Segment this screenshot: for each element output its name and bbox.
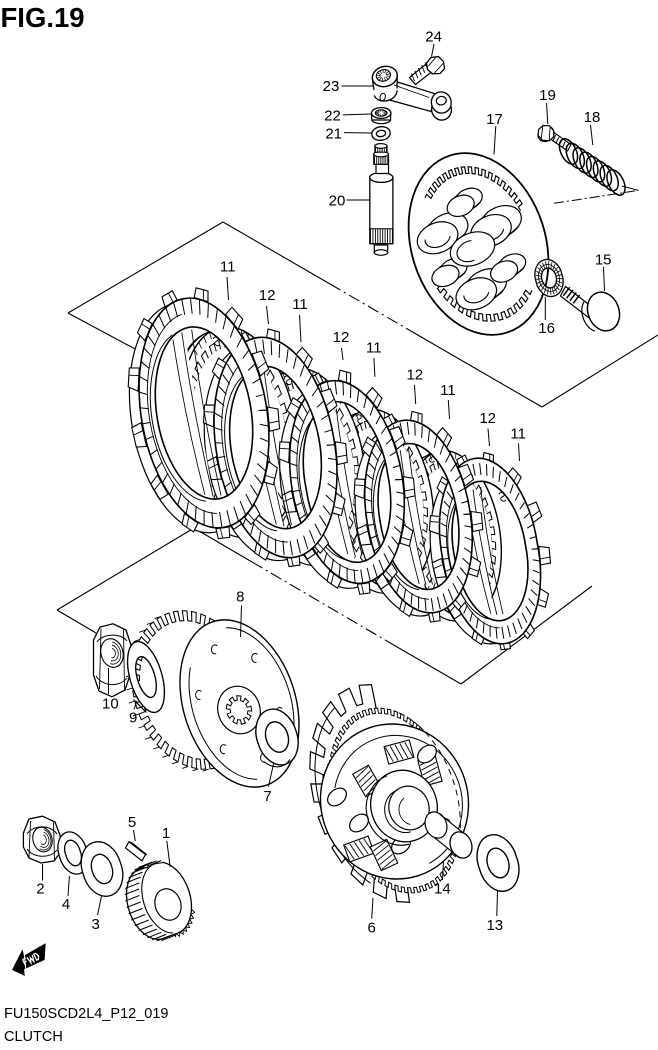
svg-text:19: 19 [539, 87, 556, 104]
svg-text:21: 21 [325, 125, 342, 142]
svg-text:15: 15 [595, 251, 612, 268]
svg-text:18: 18 [584, 109, 601, 126]
svg-text:FIG.19: FIG.19 [1, 2, 85, 33]
svg-text:2: 2 [36, 881, 44, 898]
svg-text:16: 16 [538, 320, 555, 337]
svg-text:1: 1 [162, 825, 170, 842]
svg-text:10: 10 [102, 695, 119, 712]
svg-text:5: 5 [128, 814, 136, 831]
svg-text:FU150SCD2L4_P12_019: FU150SCD2L4_P12_019 [4, 1006, 168, 1022]
svg-text:11: 11 [510, 425, 526, 442]
svg-text:9: 9 [129, 710, 137, 727]
svg-text:24: 24 [425, 29, 442, 46]
svg-text:3: 3 [92, 916, 100, 933]
svg-text:6: 6 [368, 920, 376, 937]
svg-text:14: 14 [434, 881, 451, 898]
svg-text:11: 11 [220, 259, 236, 276]
svg-text:12: 12 [479, 410, 496, 427]
svg-text:23: 23 [323, 78, 340, 95]
svg-text:11: 11 [292, 296, 308, 313]
svg-text:12: 12 [333, 329, 350, 346]
svg-text:20: 20 [329, 193, 346, 210]
svg-text:4: 4 [62, 896, 70, 913]
svg-text:11: 11 [440, 382, 456, 399]
svg-text:CLUTCH: CLUTCH [4, 1029, 63, 1045]
svg-text:12: 12 [259, 287, 276, 304]
svg-text:13: 13 [486, 917, 503, 934]
svg-text:12: 12 [406, 367, 423, 384]
svg-text:7: 7 [263, 788, 271, 805]
svg-text:8: 8 [236, 589, 244, 606]
svg-text:22: 22 [324, 108, 341, 125]
svg-text:11: 11 [366, 340, 382, 357]
svg-text:17: 17 [486, 111, 503, 128]
